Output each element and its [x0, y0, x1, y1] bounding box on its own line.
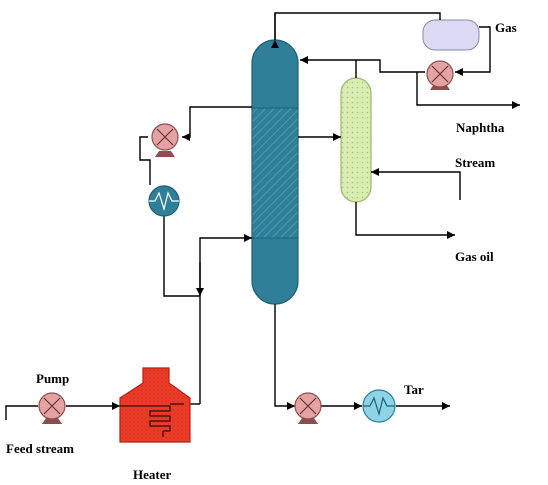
pump-bottoms [294, 392, 322, 424]
cooler-pumparound [148, 185, 180, 217]
pump-overhead [426, 60, 454, 90]
heater [119, 367, 191, 443]
side-stripper [340, 77, 372, 203]
distillation-column [251, 39, 299, 305]
label-stream: Stream [455, 155, 495, 170]
arrowheads [112, 40, 520, 410]
label-gas-oil: Gas oil [455, 249, 494, 264]
label-gas: Gas [495, 20, 517, 35]
gas-drum [422, 19, 480, 51]
pump-pumparound [151, 123, 179, 157]
cooler-tar [362, 389, 396, 423]
pump-feed [38, 392, 66, 424]
label-naphtha: Naphtha [456, 120, 505, 135]
label-feed-stream: Feed stream [6, 441, 74, 456]
flow-lines [5, 12, 520, 420]
label-pump: Pump [36, 371, 69, 386]
label-heater: Heater [133, 467, 171, 482]
label-tar: Tar [404, 382, 424, 397]
labels: Gas Naphtha Stream Gas oil Pump Feed str… [6, 20, 517, 482]
